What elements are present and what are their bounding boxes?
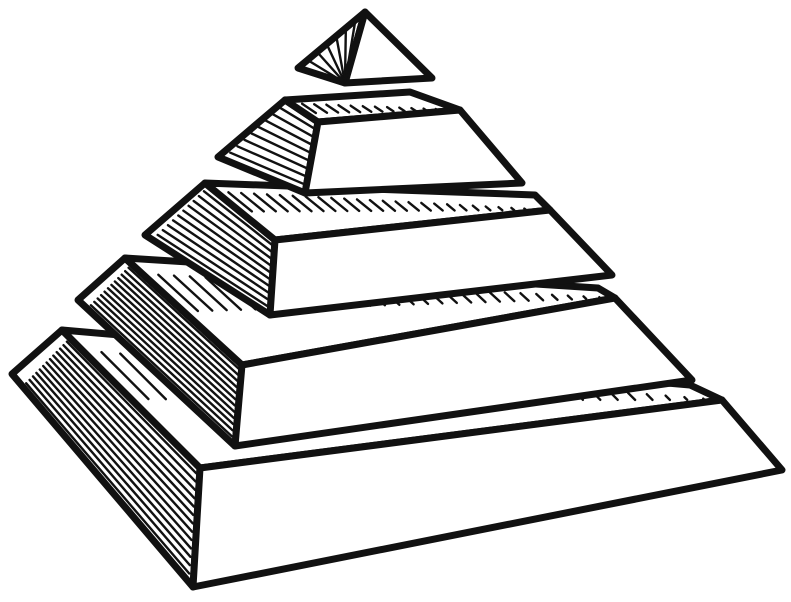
ledge-tick bbox=[448, 110, 449, 111]
ledge-tick bbox=[524, 209, 526, 211]
pyramid-tier-4 bbox=[218, 92, 522, 193]
ledge-tick bbox=[599, 297, 600, 298]
tier-4-front-face bbox=[305, 110, 522, 193]
pyramid-capstone bbox=[298, 12, 432, 83]
ledge-tick bbox=[703, 399, 704, 400]
ledge-tick bbox=[436, 109, 438, 111]
ledge-tick bbox=[537, 209, 538, 210]
